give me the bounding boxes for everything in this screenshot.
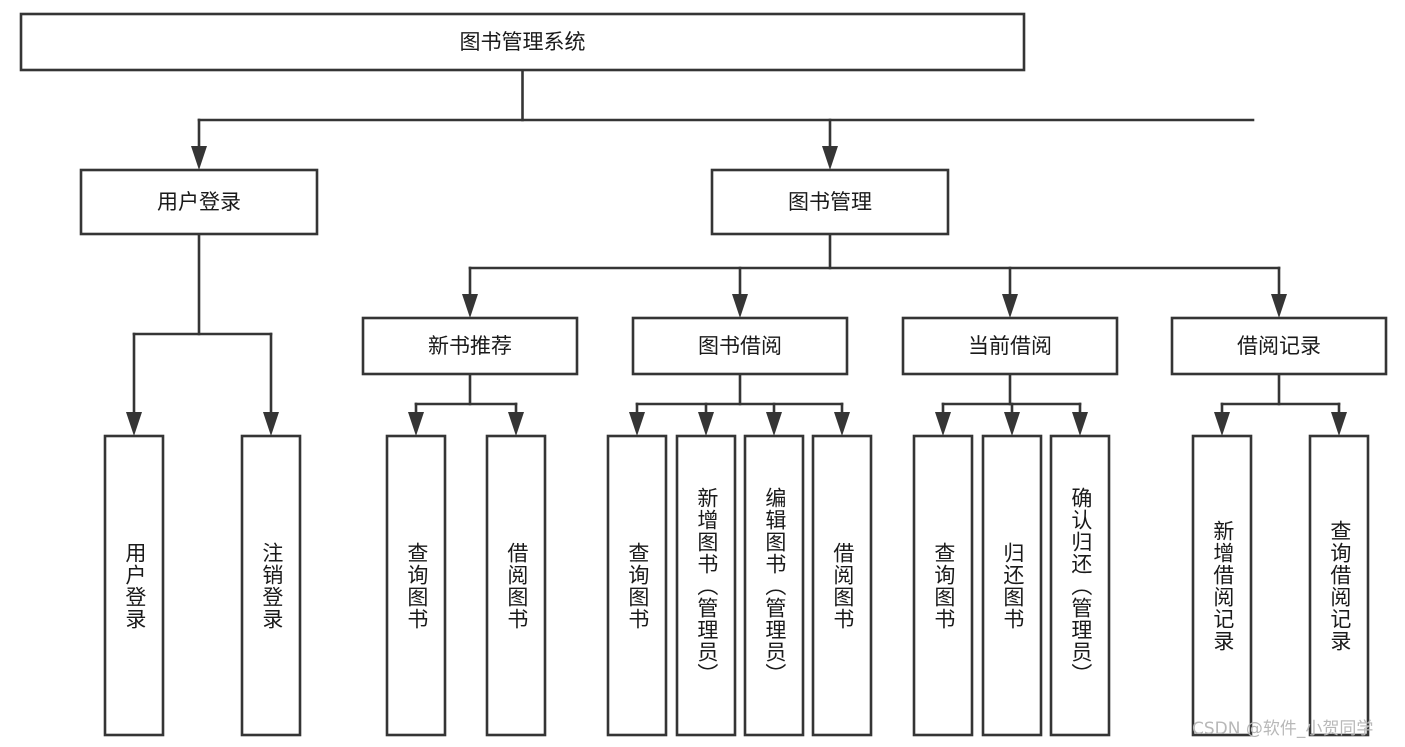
leaf-boxes — [103, 434, 1370, 737]
node-root-label: 图书管理系统 — [460, 30, 586, 54]
leaf-box-user-login — [103, 434, 165, 737]
leaf-box-return-book — [981, 434, 1043, 737]
node-borrow-record[interactable]: 借阅记录 — [1170, 316, 1388, 376]
node-current-borrow[interactable]: 当前借阅 — [901, 316, 1119, 376]
leaf-box-query-book-2 — [606, 434, 668, 737]
leaf-box-confirm-return — [1049, 434, 1111, 737]
node-user-login[interactable]: 用户登录 — [79, 168, 319, 236]
node-book-borrow-label: 图书借阅 — [698, 334, 782, 358]
leaf-box-borrow-book-1 — [485, 434, 547, 737]
connector-newbook-to-leaves — [408, 372, 524, 436]
leaf-box-query-book-1 — [385, 434, 447, 737]
node-current-borrow-label: 当前借阅 — [968, 334, 1052, 358]
leaf-box-query-book-3 — [912, 434, 974, 737]
leaf-box-add-book — [675, 434, 737, 737]
node-new-book-recommend-label: 新书推荐 — [428, 334, 512, 358]
leaf-box-edit-book — [743, 434, 805, 737]
node-borrow-record-label: 借阅记录 — [1237, 334, 1321, 358]
connector-borrowrecord-to-leaves — [1214, 372, 1347, 436]
node-user-login-label: 用户登录 — [157, 190, 241, 214]
connector-bookborrow-to-leaves — [629, 372, 850, 436]
node-book-borrow[interactable]: 图书借阅 — [631, 316, 849, 376]
node-new-book-recommend[interactable]: 新书推荐 — [361, 316, 579, 376]
node-book-management-label: 图书管理 — [788, 190, 872, 214]
csdn-watermark: CSDN @软件_小贺同学 — [1192, 719, 1374, 739]
connector-bookmgmt-to-level3 — [462, 232, 1287, 318]
connector-root-to-level2 — [191, 68, 1255, 170]
leaf-box-query-borrow-record — [1308, 434, 1370, 737]
connector-currentborrow-to-leaves — [935, 372, 1088, 436]
leaf-box-add-borrow-record — [1191, 434, 1253, 737]
connector-userlogin-to-leaves — [126, 232, 279, 436]
node-root[interactable]: 图书管理系统 — [19, 12, 1026, 72]
leaf-box-borrow-book-2 — [811, 434, 873, 737]
node-book-management[interactable]: 图书管理 — [710, 168, 950, 236]
leaf-box-user-logout — [240, 434, 302, 737]
